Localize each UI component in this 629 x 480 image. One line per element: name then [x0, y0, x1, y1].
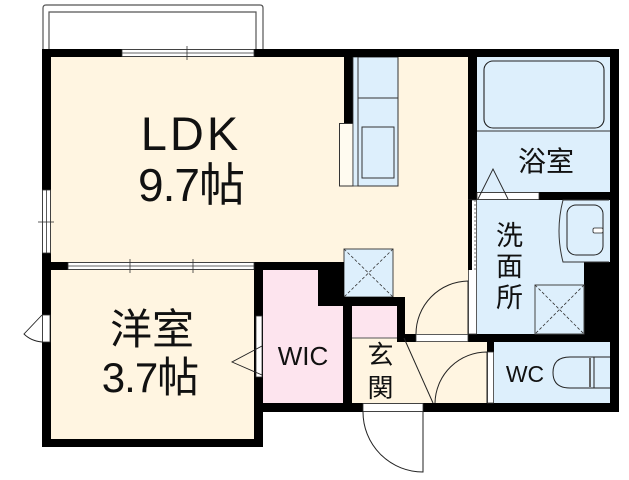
toilet-icon	[552, 356, 610, 389]
wall-below-refrigerator	[343, 297, 405, 306]
door-wic	[230, 315, 263, 378]
wall-washroom-shaft	[584, 262, 619, 342]
doors	[67, 167, 540, 473]
ldk-label: LDK	[140, 107, 242, 160]
wall-wic-right	[343, 297, 352, 412]
wall-ldk-bathroom	[468, 57, 477, 200]
western-room-label: 洋室	[109, 306, 194, 353]
windows	[23, 46, 255, 343]
wall-hall-top-right	[468, 334, 619, 342]
kitchen-sink-icon	[361, 126, 395, 179]
kitchen	[339, 56, 399, 187]
door-entrance	[362, 403, 424, 473]
window-ldk-left	[38, 189, 54, 254]
bathroom-label: 浴室	[517, 146, 574, 177]
refrigerator-space-icon	[343, 248, 394, 298]
ldk-size-label: 9.7帖	[138, 159, 245, 211]
wall-hall-top-left	[397, 334, 416, 342]
entrance-step-edge	[403, 337, 434, 404]
entrance-storage-floor	[352, 306, 397, 338]
balcony	[42, 4, 264, 50]
toilet-label: WC	[505, 361, 545, 387]
washing-machine-space-icon	[534, 284, 585, 335]
kitchen-side-panel	[339, 123, 354, 187]
wall-storage-right	[397, 297, 405, 342]
balcony-inner-rail	[48, 11, 257, 50]
door-toilet	[434, 351, 494, 404]
door-ldk-hall	[415, 280, 469, 342]
sliding-door-ldk-western	[67, 259, 255, 273]
wall-western-bottom	[42, 439, 263, 447]
wall-top	[42, 49, 619, 57]
kitchen-pocket-wall	[344, 57, 353, 128]
washroom-label: 洗面所	[492, 221, 522, 314]
wash-basin-icon	[558, 199, 609, 263]
western-room-size-label: 3.7帖	[101, 354, 199, 401]
sliding-door-washroom	[468, 199, 477, 335]
wic-label: WIC	[277, 341, 329, 371]
bathtub-icon	[477, 60, 610, 132]
wall-toilet-left	[487, 342, 494, 352]
balcony-outer-rail	[42, 4, 264, 50]
kitchen-counter-strip	[352, 56, 359, 187]
wall-bottom	[254, 403, 619, 412]
entrance-label: 玄関	[364, 341, 394, 407]
window-ldk-balcony	[121, 46, 255, 60]
window-western-left	[23, 314, 51, 343]
door-bathroom	[476, 167, 540, 200]
western-room-floor	[51, 270, 254, 439]
wall-right	[610, 49, 619, 412]
wall-bathroom-washroom	[477, 192, 619, 200]
entrance-hall-floor	[352, 338, 487, 403]
wall-wic-notch	[318, 262, 344, 306]
